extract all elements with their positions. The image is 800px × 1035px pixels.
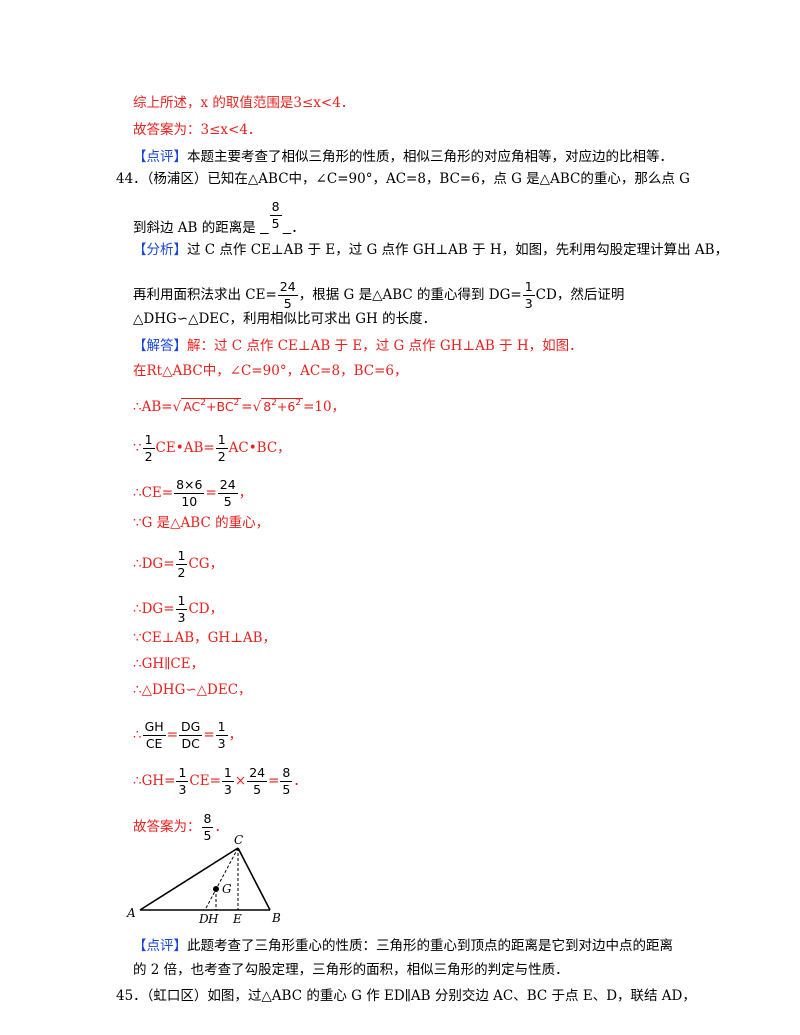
side-ac [139,847,239,911]
comment-1: 【点评】本题主要考查了相似三角形的性质，相似三角形的对应角相等，对应边的比相等． [133,148,673,166]
label-a: A [126,906,136,920]
label-c: C [234,833,243,847]
analysis-tag: 【分析】 [133,242,187,258]
comment-text: 本题主要考查了相似三角形的性质，相似三角形的对应角相等，对应边的比相等． [187,149,673,165]
centroid-point [213,886,219,892]
median-cd [204,847,239,911]
analysis-line-3: △DHG∽△DEC，利用相似比可求出 GH 的长度． [133,311,437,327]
label-b: B [271,911,281,925]
question-44-text: 到斜边 AB 的距离是 [133,220,256,236]
solution-line-1: 【解答】解：过 C 点作 CE⊥AB 于 E，过 G 点作 GH⊥AB 于 H，… [133,338,583,354]
side-bc [237,847,271,911]
conclusion-line-1: 综上所述，x 的取值范围是3≤x<4． [133,95,355,111]
label-h: H [207,912,219,926]
analysis-line-1: 【分析】过 C 点作 CE⊥AB 于 E，过 G 点作 GH⊥AB 于 H，如图… [133,242,729,258]
comment-2-line-1: 【点评】此题考查了三角形重心的性质：三角形的重心到顶点的距离是它到对边中点的距离 [133,938,673,954]
solution-perp: ∵CE⊥AB，GH⊥AB， [133,630,277,646]
solution-similar: ∴△DHG∽△DEC， [133,682,252,698]
question-44-line-1: 44．（杨浦区）已知在△ABC中，∠C=90°，AC=8，BC=6，点 G 是△… [116,171,690,187]
comment-2-tag: 【点评】 [133,938,187,954]
triangle-figure: C G A B D H E [126,833,281,926]
comment-2-line-2: 的 2 倍，也考查了勾股定理，三角形的面积，相似三角形的判定与性质． [133,962,569,978]
question-45-line-1: 45．（虹口区）如图，过△ABC 的重心 G 作 ED∥AB 分别交边 AC、B… [116,988,696,1004]
label-d: D [198,912,209,926]
solution-line-2: 在Rt△ABC中，∠C=90°，AC=8，BC=6， [133,363,408,379]
label-e: E [232,912,242,926]
sqrt-2: √82+62 [252,398,304,415]
comment-tag: 【点评】 [133,149,187,165]
solution-ab: ∴AB=√AC2+BC2=√82+62=10， [133,394,345,416]
solution-parallel: ∴GH∥CE， [133,656,205,672]
conclusion-line-2: 故答案为：3≤x<4． [133,122,262,138]
sqrt-1: √AC2+BC2 [172,398,242,415]
solution-tag: 【解答】 [133,338,187,354]
solution-centroid: ∵G 是△ABC 的重心， [133,515,270,531]
label-g: G [222,882,232,896]
